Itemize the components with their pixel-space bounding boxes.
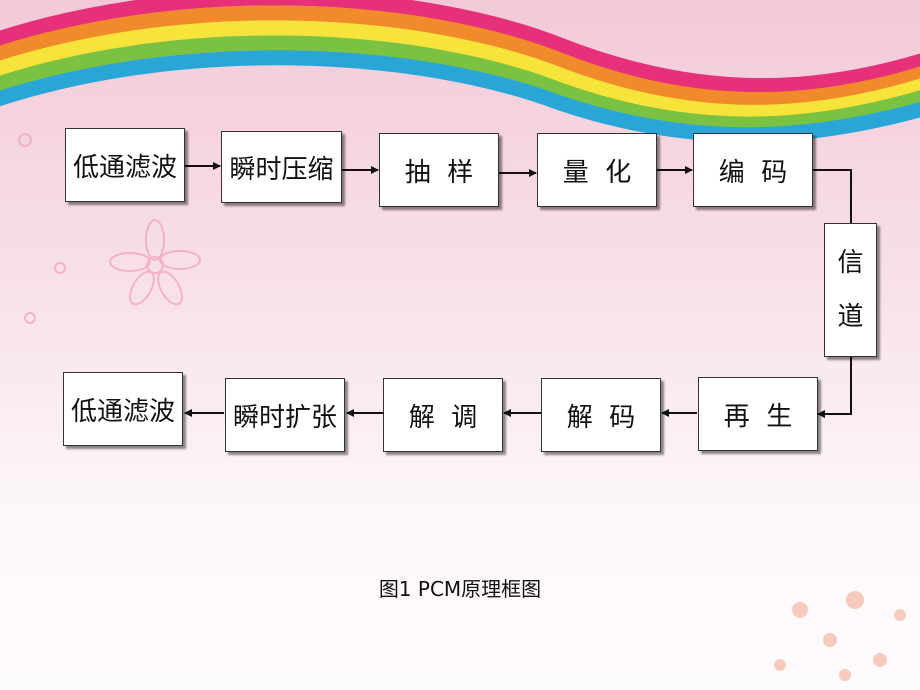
figure-caption: 图1 PCM原理框图 [378,577,542,601]
box-quantization: 量 化 [537,133,657,207]
box-label: 低通滤波 [72,152,177,183]
box-decoding: 解 码 [541,378,661,452]
box-label: 信 道 [837,248,864,332]
box-channel: 信 道 [824,223,877,357]
box-sampling: 抽 样 [379,133,499,207]
box-instant-compress: 瞬时压缩 [221,131,342,203]
box-label: 瞬时压缩 [229,154,334,185]
rainbow-swoosh [0,0,920,143]
box-label: 解 码 [566,402,636,433]
box-encoding: 编 码 [693,133,813,207]
box-label: 量 化 [562,157,632,188]
flower-decoration-left [18,133,201,324]
box-instant-expand: 瞬时扩张 [225,378,345,452]
flower-decoration-right [774,591,906,681]
box-label: 抽 样 [404,157,474,188]
box-lowpass-filter-out: 低通滤波 [63,372,183,446]
box-label: 编 码 [718,157,788,188]
box-label: 瞬时扩张 [232,402,337,433]
box-label: 解 调 [408,402,478,433]
box-regeneration: 再 生 [698,377,818,451]
box-demodulation: 解 调 [383,378,503,452]
box-lowpass-filter-in: 低通滤波 [65,128,185,202]
box-label: 低通滤波 [70,396,175,427]
box-label: 再 生 [723,401,793,432]
